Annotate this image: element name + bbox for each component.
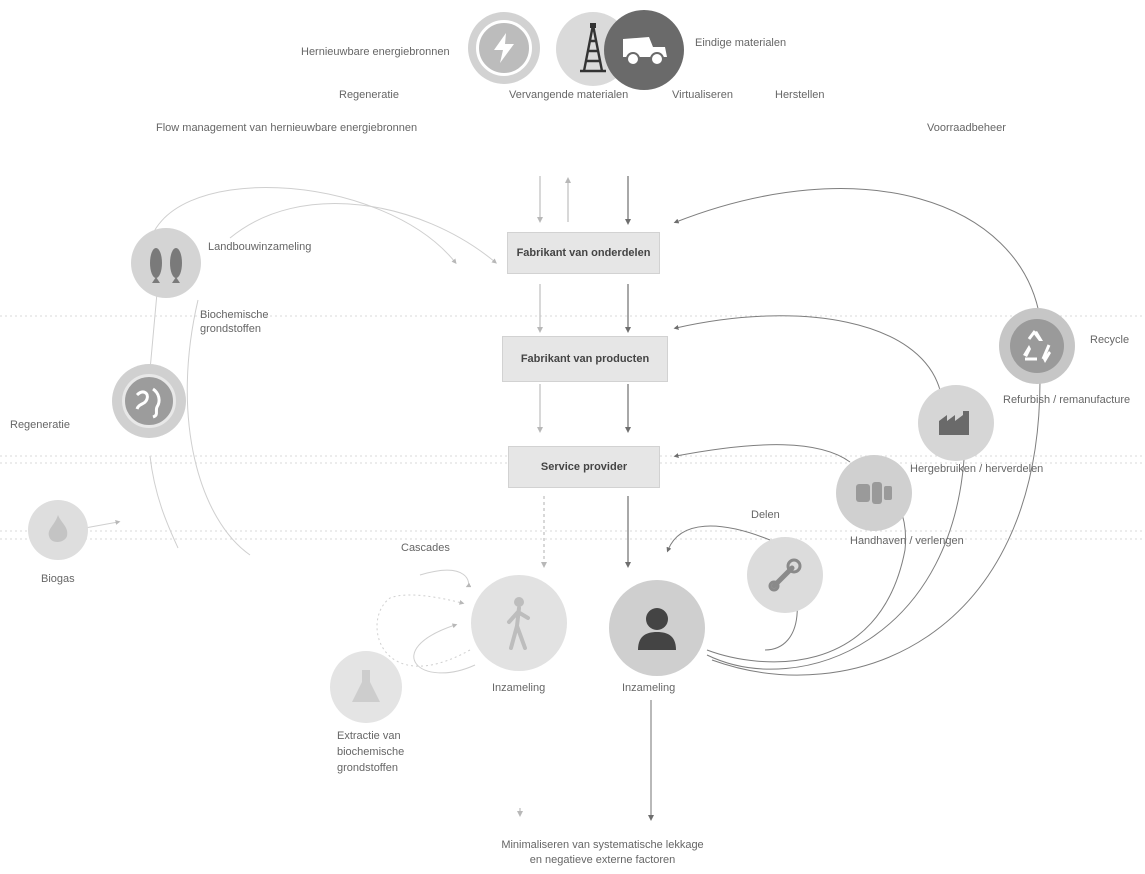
recycle-icon bbox=[999, 308, 1075, 384]
substitute-materials-label: Vervangende materialen bbox=[509, 89, 629, 101]
factory-icon bbox=[918, 385, 994, 461]
product-manufacturer-label: Fabrikant van producten bbox=[520, 353, 650, 365]
parts-icon bbox=[836, 455, 912, 531]
bio-vertical-arrows bbox=[517, 176, 571, 817]
stock-management-label: Voorraadbeheer bbox=[927, 122, 1006, 134]
extraction-label: Extractie van biochemische grondstoffen bbox=[337, 730, 405, 774]
biogas-label: Biogas bbox=[41, 573, 75, 585]
agri-collection-label: Landbouwinzameling bbox=[208, 241, 312, 253]
band-lines bbox=[0, 315, 1145, 540]
flask-icon bbox=[330, 651, 402, 723]
user-icon bbox=[609, 580, 705, 676]
restore-label: Herstellen bbox=[775, 89, 825, 101]
globe-icon bbox=[112, 364, 186, 438]
mining-truck-icon bbox=[604, 10, 684, 90]
maintain-label: Handhaven / verlengen bbox=[850, 535, 964, 547]
wrench-icon bbox=[747, 537, 823, 613]
refurbish-label: Refurbish / remanufacture bbox=[1003, 394, 1131, 406]
finite-materials-label: Eindige materialen bbox=[695, 37, 787, 49]
bio-collection-label: Inzameling bbox=[492, 682, 546, 694]
cascades-label: Cascades bbox=[401, 542, 450, 554]
share-label: Delen bbox=[751, 509, 780, 521]
renewable-sources-label: Hernieuwbare energiebronnen bbox=[301, 46, 450, 58]
reuse-label: Hergebruiken / herverdelen bbox=[910, 463, 1044, 475]
regeneration-left-label: Regeneratie bbox=[10, 419, 70, 431]
flame-icon bbox=[28, 500, 88, 560]
product-manufacturer-box: Fabrikant van producten bbox=[502, 336, 668, 382]
person-walking-icon bbox=[471, 575, 567, 671]
parts-manufacturer-box: Fabrikant van onderdelen bbox=[507, 232, 660, 274]
recycle-label: Recycle bbox=[1090, 334, 1130, 346]
service-provider-box: Service provider bbox=[508, 446, 660, 488]
fish-icon bbox=[131, 228, 201, 298]
flow-management-label: Flow management van hernieuwbare energie… bbox=[156, 122, 418, 134]
biochemical-feedstock-label: Biochemische grondstoffen bbox=[200, 309, 269, 335]
regeneration-top-label: Regeneratie bbox=[339, 89, 399, 101]
service-provider-label: Service provider bbox=[540, 461, 628, 473]
leakage-label: Minimaliseren van systematische lekkage … bbox=[501, 839, 704, 866]
lightning-icon bbox=[468, 12, 540, 84]
parts-manufacturer-label: Fabrikant van onderdelen bbox=[516, 247, 651, 259]
tech-vertical-arrows bbox=[625, 176, 654, 821]
tech-collection-label: Inzameling bbox=[622, 682, 676, 694]
virtualise-label: Virtualiseren bbox=[672, 89, 733, 101]
